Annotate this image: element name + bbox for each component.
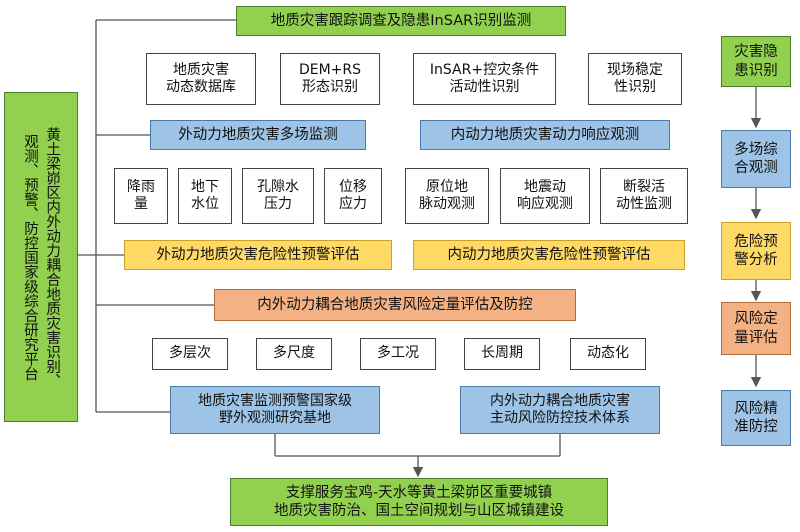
identification-item: 地质灾害 动态数据库	[146, 53, 256, 105]
platform-text-line1: 黄土梁峁区内外动力耦合地质灾害识别、	[44, 126, 61, 388]
feature-item-label: 动态化	[587, 345, 629, 362]
service-support-box: 支撑服务宝鸡-天水等黄土梁峁区重要城镇 地质灾害防治、国土空间规划与山区城镇建设	[230, 478, 608, 526]
flow-step-label: 风险定 量评估	[734, 311, 778, 346]
monitoring-item: 孔隙水 压力	[242, 168, 314, 224]
external-warning-box: 外动力地质灾害危险性预警评估	[124, 240, 392, 270]
monitoring-item-label: 位移 应力	[339, 178, 367, 213]
feature-item: 多尺度	[256, 338, 332, 370]
internal-warning-label: 内动力地质灾害危险性预警评估	[447, 246, 651, 263]
feature-item: 动态化	[570, 338, 646, 370]
internal-observation-box: 内动力地质灾害动力响应观测	[420, 120, 670, 150]
identification-item: InSAR+控灾条件 活动性识别	[413, 53, 556, 105]
flow-step: 多场综 合观测	[721, 130, 791, 188]
flow-step: 风险定 量评估	[721, 302, 791, 355]
internal-warning-box: 内动力地质灾害危险性预警评估	[413, 240, 685, 270]
insar-monitoring-box: 地质灾害跟踪调查及隐患InSAR识别监测	[236, 6, 566, 36]
external-monitoring-box: 外动力地质灾害多场监测	[150, 120, 366, 150]
risk-prevention-system-label: 内外动力耦合地质灾害 主动风险防控技术体系	[490, 392, 630, 427]
feature-item-label: 多工况	[377, 345, 419, 362]
flow-step-label: 危险预 警分析	[734, 233, 778, 268]
flow-step-label: 灾害隐 患识别	[734, 44, 778, 79]
risk-assessment-box: 内外动力耦合地质灾害风险定量评估及防控	[214, 289, 576, 321]
feature-item-label: 长周期	[481, 345, 523, 362]
monitoring-item-label: 地下 水位	[191, 178, 219, 213]
identification-item-label: InSAR+控灾条件 活动性识别	[429, 61, 540, 96]
internal-observation-label: 内动力地质灾害动力响应观测	[450, 126, 640, 143]
identification-item-label: 地质灾害 动态数据库	[166, 61, 236, 96]
field-base-box: 地质灾害监测预警国家级 野外观测研究基地	[170, 386, 380, 434]
monitoring-item: 降雨 量	[114, 168, 168, 224]
external-warning-label: 外动力地质灾害危险性预警评估	[156, 246, 360, 263]
monitoring-item-label: 原位地 脉动观测	[419, 178, 475, 213]
monitoring-item-label: 地震动 响应观测	[517, 178, 573, 213]
monitoring-item: 地震动 响应观测	[500, 168, 590, 224]
monitoring-item-label: 降雨 量	[127, 178, 155, 213]
monitoring-item: 原位地 脉动观测	[405, 168, 489, 224]
identification-item-label: DEM+RS 形态识别	[298, 61, 362, 96]
flow-step: 灾害隐 患识别	[721, 36, 791, 87]
flow-step-label: 多场综 合观测	[734, 141, 778, 176]
platform-text-line2: 观测、预警、防控国家级综合研究平台	[22, 133, 38, 381]
platform-box: 黄土梁峁区内外动力耦合地质灾害识别、 观测、预警、防控国家级综合研究平台	[4, 92, 78, 422]
identification-item: DEM+RS 形态识别	[280, 53, 380, 105]
feature-item-label: 多层次	[169, 345, 211, 362]
monitoring-item: 地下 水位	[178, 168, 232, 224]
feature-item: 多层次	[152, 338, 228, 370]
identification-item-label: 现场稳定 性识别	[607, 61, 663, 96]
monitoring-item-label: 断裂活 动性监测	[616, 178, 672, 213]
insar-monitoring-label: 地质灾害跟踪调查及隐患InSAR识别监测	[270, 12, 532, 29]
feature-item-label: 多尺度	[273, 345, 315, 362]
service-support-label: 支撑服务宝鸡-天水等黄土梁峁区重要城镇 地质灾害防治、国土空间规划与山区城镇建设	[274, 484, 564, 519]
monitoring-item: 断裂活 动性监测	[600, 168, 688, 224]
feature-item: 长周期	[464, 338, 540, 370]
risk-prevention-system-box: 内外动力耦合地质灾害 主动风险防控技术体系	[460, 386, 660, 434]
flow-step-label: 风险精 准防控	[734, 400, 778, 435]
flow-step: 危险预 警分析	[721, 222, 791, 280]
flow-step: 风险精 准防控	[721, 390, 791, 446]
monitoring-item: 位移 应力	[324, 168, 382, 224]
risk-assessment-label: 内外动力耦合地质灾害风险定量评估及防控	[257, 296, 533, 313]
field-base-label: 地质灾害监测预警国家级 野外观测研究基地	[198, 392, 352, 427]
monitoring-item-label: 孔隙水 压力	[257, 178, 299, 213]
external-monitoring-label: 外动力地质灾害多场监测	[178, 126, 338, 143]
feature-item: 多工况	[360, 338, 436, 370]
identification-item: 现场稳定 性识别	[588, 53, 682, 105]
